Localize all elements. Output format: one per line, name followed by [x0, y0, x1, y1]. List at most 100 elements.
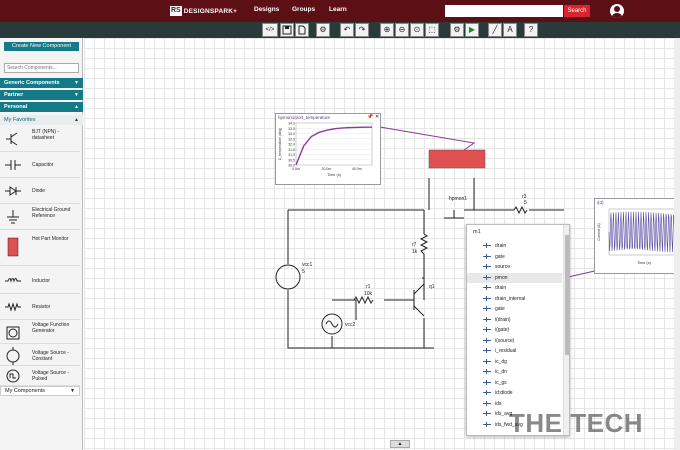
my-favorites-header[interactable]: My Favorites▲: [0, 115, 83, 125]
context-menu-item[interactable]: i_residual: [467, 346, 562, 356]
context-menu-item[interactable]: drain: [467, 283, 562, 293]
context-menu-item[interactable]: drain_internal: [467, 294, 562, 304]
redo-button[interactable]: ↷: [355, 23, 369, 37]
component-label: Diode: [32, 188, 46, 194]
inductor-icon: [5, 278, 21, 283]
temperature-series-line: [295, 126, 372, 166]
context-menu-item[interactable]: ic_gs: [467, 378, 562, 388]
settings-button[interactable]: ⚙: [316, 23, 330, 37]
component-hot-part-monitor[interactable]: Hot Part Monitor: [0, 230, 80, 266]
nav-groups-link[interactable]: Groups: [292, 6, 316, 13]
category-generic-components[interactable]: Generic Components▼: [0, 78, 83, 88]
code-icon: </>: [265, 27, 275, 33]
user-avatar-icon[interactable]: [610, 4, 624, 18]
zoom-fit-button[interactable]: ⊙: [410, 23, 424, 37]
y-tick-label: 31.5: [288, 148, 295, 152]
component-voltage-source-pulsed[interactable]: Voltage Source - Pulsed: [0, 366, 80, 386]
capacitor-icon: [5, 160, 21, 170]
nav-learn-link[interactable]: Learn: [329, 6, 347, 13]
nav-designs-link[interactable]: Designs: [254, 6, 280, 13]
search-components-input[interactable]: [4, 63, 79, 73]
component-function-generator[interactable]: Voltage Function Generator: [0, 320, 80, 344]
context-menu-title: m1: [473, 229, 481, 235]
component-capacitor[interactable]: Capacitor: [0, 152, 80, 178]
zoom-area-button[interactable]: ⬚: [425, 23, 439, 37]
create-new-component-button[interactable]: Create New Component: [4, 42, 79, 51]
current-series-line: [608, 211, 680, 253]
component-label: Inductor: [32, 278, 51, 284]
site-search-button[interactable]: Search: [564, 5, 590, 17]
context-menu-item[interactable]: ids_avg: [467, 409, 562, 419]
wire-vcc2-top: [332, 299, 357, 320]
component-diode[interactable]: Diode: [0, 178, 80, 204]
zoom-in-button[interactable]: ⊕: [380, 23, 394, 37]
designspark-logo[interactable]: RS DESIGNSPARK+: [170, 5, 237, 17]
scrollbar-thumb[interactable]: [565, 235, 569, 355]
context-menu-item[interactable]: id:diode: [467, 388, 562, 398]
x-axis-label: Time (s): [637, 261, 652, 265]
probe-current-window[interactable]: i(d) Time (s)Current (A): [594, 198, 680, 274]
category-personal[interactable]: Personal▲: [0, 102, 83, 112]
y-tick-label: 33.0: [288, 132, 295, 136]
context-menu-item[interactable]: pmon: [467, 272, 562, 283]
canvas-scrollbar[interactable]: [674, 38, 680, 450]
gear-icon: ⚙: [319, 25, 327, 34]
bottom-panel-toggle[interactable]: ▲: [390, 440, 410, 448]
context-menu-item[interactable]: drain: [467, 241, 562, 251]
text-tool-button[interactable]: A: [503, 23, 517, 37]
help-button[interactable]: ?: [524, 23, 538, 37]
run-simulation-button[interactable]: ▶: [465, 23, 479, 37]
category-label: Personal: [4, 104, 28, 110]
undo-button[interactable]: ↶: [340, 23, 354, 37]
open-button[interactable]: [295, 23, 309, 37]
save-button[interactable]: [280, 23, 294, 37]
code-view-button[interactable]: </>: [262, 23, 278, 37]
close-icon[interactable]: ✕: [375, 114, 380, 120]
component-voltage-source-constant[interactable]: Voltage Source - Constant: [0, 346, 80, 366]
simulation-settings-button[interactable]: ⚙: [450, 23, 464, 37]
component-resistor[interactable]: Resistor: [0, 294, 80, 320]
context-menu-item[interactable]: i(drain): [467, 315, 562, 325]
schematic-canvas[interactable]: r7 1k r1 10k r3 5 vcc1 5 vcc2 q1 hpmon1 …: [84, 38, 680, 450]
context-menu-item[interactable]: source: [467, 262, 562, 272]
probe-wire-1: [373, 125, 476, 151]
resistor-r7-symbol: [419, 233, 429, 255]
context-menu-item[interactable]: i(source): [467, 336, 562, 346]
my-components-dropdown[interactable]: My Components▼: [0, 386, 80, 396]
bjt-npn-icon: [6, 132, 18, 146]
sine-glyph: [325, 320, 339, 328]
file-icon: [298, 25, 306, 35]
y-tick-label: 32.5: [288, 137, 295, 141]
component-bjt-npn[interactable]: BJT (NPN) - datasheet: [0, 126, 80, 152]
voltage-source-pulsed-icon: [6, 369, 20, 383]
context-menu-item[interactable]: gate: [467, 252, 562, 262]
context-menu-item[interactable]: ic_dg: [467, 357, 562, 367]
context-menu-item[interactable]: ids: [467, 399, 562, 409]
pin-icon[interactable]: 📌: [367, 114, 374, 120]
component-label: Resistor: [32, 304, 51, 310]
function-generator-vcc2: [321, 313, 343, 335]
chevron-up-icon: ▲: [397, 441, 403, 447]
zoom-in-icon: ⊕: [383, 25, 391, 34]
component-label: Voltage Function Generator: [32, 322, 70, 334]
category-partner[interactable]: Partner▼: [0, 90, 83, 100]
component-label: BJT (NPN) - datasheet: [32, 129, 60, 141]
context-menu-item[interactable]: ids_fwd_avg: [467, 420, 562, 430]
context-menu-item[interactable]: ic_dn: [467, 367, 562, 377]
r3-label: r3: [522, 194, 527, 200]
context-menu-scrollbar[interactable]: [563, 225, 569, 435]
vcc1-value: 5: [302, 269, 305, 275]
component-inductor[interactable]: Inductor: [0, 268, 80, 294]
vcc1-label: vcc1: [302, 262, 313, 268]
site-search-input[interactable]: [445, 5, 563, 17]
zoom-out-button[interactable]: ⊖: [395, 23, 409, 37]
wire-tool-button[interactable]: ╱: [488, 23, 502, 37]
context-menu-item[interactable]: gate: [467, 304, 562, 314]
context-menu-item[interactable]: i(gate): [467, 325, 562, 335]
voltage-source-constant-icon: [6, 347, 20, 365]
ground-icon: [7, 210, 19, 224]
component-ground[interactable]: Electrical Ground Reference: [0, 204, 80, 230]
chevron-down-icon: ▼: [74, 80, 79, 86]
